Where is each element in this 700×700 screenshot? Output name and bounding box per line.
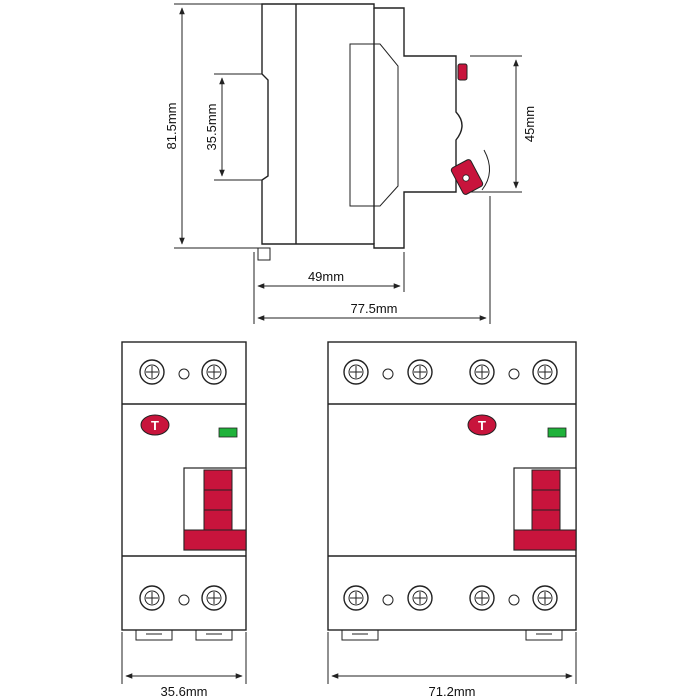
terminal-screw — [407, 585, 433, 611]
brand-logo-text: T — [151, 418, 159, 433]
terminal-screw — [469, 359, 495, 385]
terminal-hole — [382, 594, 394, 606]
dim-depth-total: 77.5mm — [351, 301, 398, 316]
din-clip — [525, 630, 563, 641]
test-button — [457, 63, 468, 81]
toggle-handle — [183, 467, 247, 551]
side-view-outline — [261, 3, 463, 249]
brand-logo-text: T — [478, 418, 486, 433]
dim-height-total: 81.5mm — [164, 103, 179, 150]
terminal-hole — [508, 368, 520, 380]
terminal-screw — [407, 359, 433, 385]
terminal-screw — [469, 585, 495, 611]
status-indicator — [218, 427, 238, 438]
dim-front-height: 45mm — [522, 106, 537, 142]
din-clip — [254, 73, 262, 181]
dim-width-2p: 35.6mm — [161, 684, 208, 699]
dim-rail-height: 35.5mm — [204, 104, 219, 151]
brand-logo: T — [140, 414, 170, 436]
terminal-screw — [201, 585, 227, 611]
terminal-screw — [201, 359, 227, 385]
handle-arc — [481, 149, 490, 191]
terminal-screw — [532, 585, 558, 611]
dim-width-4p: 71.2mm — [429, 684, 476, 699]
side-handle — [450, 159, 484, 195]
side-view: 81.5mm 35.5mm 45mm 49mm 77.5mm — [164, 3, 537, 324]
terminal-screw — [139, 359, 165, 385]
front-view-4p: T 71.2mm — [327, 341, 577, 699]
din-clip — [341, 630, 379, 641]
status-indicator — [547, 427, 567, 438]
din-clip — [195, 630, 233, 641]
terminal-hole — [178, 594, 190, 606]
din-clip — [135, 630, 173, 641]
front-view-2p: T 35.6mm — [121, 341, 247, 699]
brand-logo: T — [467, 414, 497, 436]
terminal-screw — [139, 585, 165, 611]
terminal-screw — [343, 585, 369, 611]
terminal-screw — [532, 359, 558, 385]
front-cover-recess — [349, 43, 399, 207]
terminal-hole — [382, 368, 394, 380]
terminal-screw — [343, 359, 369, 385]
dim-depth-rail: 49mm — [308, 269, 344, 284]
din-latch — [257, 247, 271, 261]
terminal-hole — [178, 368, 190, 380]
terminal-hole — [508, 594, 520, 606]
toggle-handle — [513, 467, 577, 551]
